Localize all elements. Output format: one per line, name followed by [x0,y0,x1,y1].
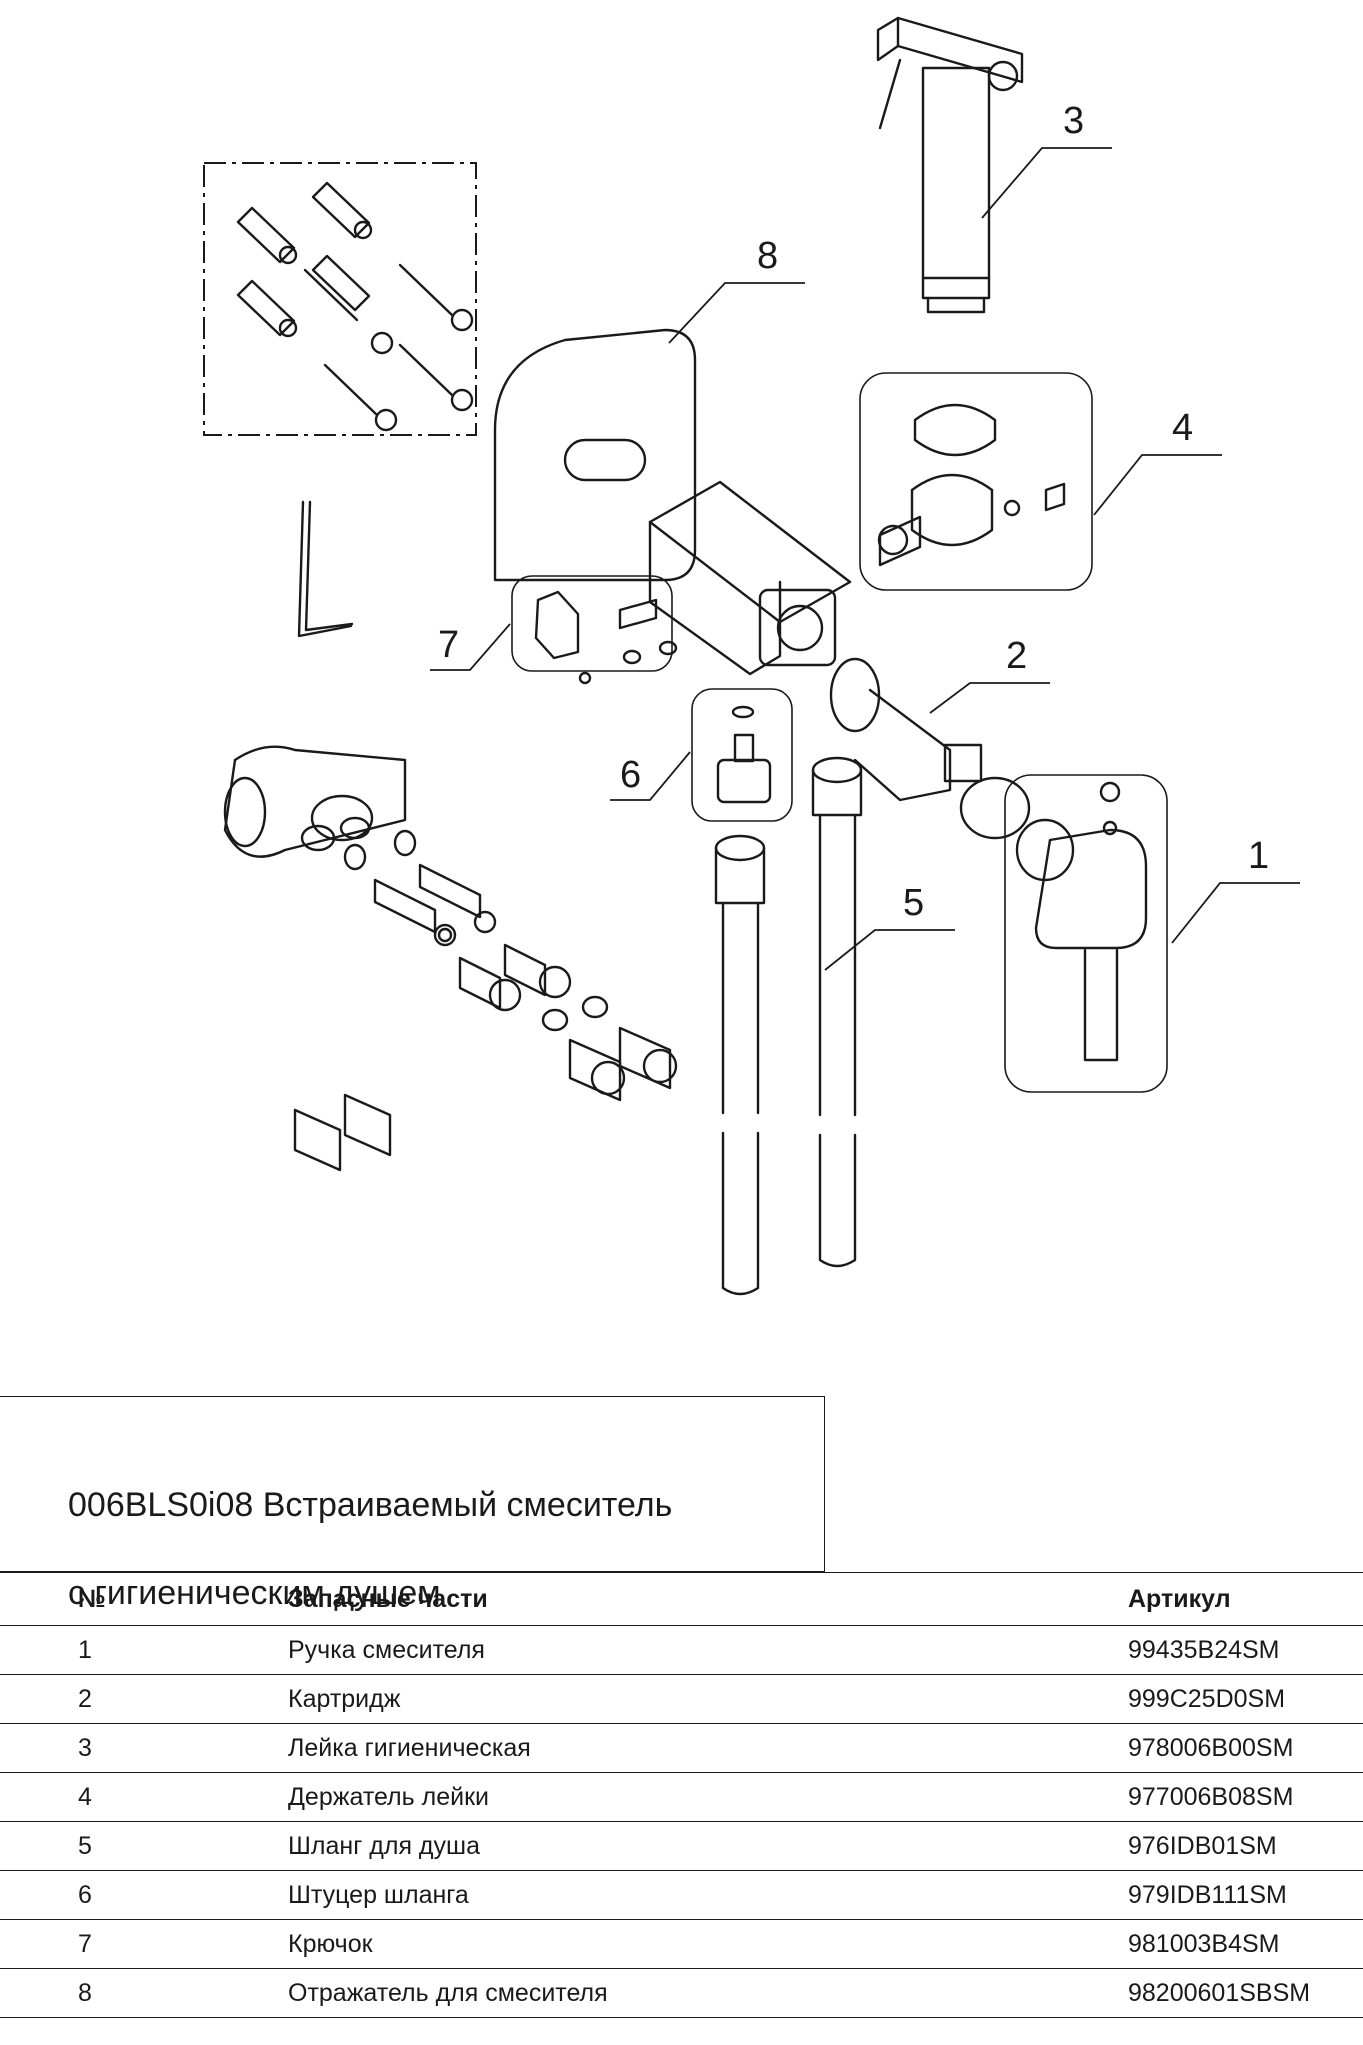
row-number: 8 [78,1978,92,2007]
callout-lines [430,147,1300,971]
row-number: 1 [78,1635,92,1664]
callout-3: 3 [1063,100,1084,142]
holder-group-box [859,372,1093,591]
table-row: 1 Ручка смесителя 99435B24SM [0,1626,1363,1675]
callout-1: 1 [1248,835,1269,877]
title-line-2: с гигиеническим душем [68,1574,441,1612]
table-header-row: № Запасные части Артикул [0,1572,1363,1626]
hex-key [297,500,354,638]
row-article: 976IDB01SM [1128,1831,1277,1860]
row-article: 978006B00SM [1128,1733,1294,1762]
row-part-name: Шланг для душа [288,1831,480,1860]
valve-internals [293,829,678,1172]
title-line-1: 006BLS0i08 Встраиваемый смеситель [68,1486,673,1524]
exploded-diagram: 1 2 3 4 5 6 7 8 [203,16,1300,1296]
wall-plate [493,328,697,582]
row-number: 2 [78,1684,92,1713]
shower-holder [877,403,1066,567]
hose-nipple [716,705,772,804]
handle-group-box [1004,774,1168,1093]
row-part-name: Лейка гигиеническая [288,1733,531,1762]
title-box: 006BLS0i08 Встраиваемый смеситель с гиги… [0,1396,825,1612]
shower-hose [714,756,863,1296]
table-row: 4 Держатель лейки 977006B08SM [0,1773,1363,1822]
hook [534,590,678,685]
spare-parts-table: № Запасные части Артикул 1 Ручка смесите… [0,1572,1363,2018]
table-row: 3 Лейка гигиеническая 978006B00SM [0,1724,1363,1773]
row-article: 981003B4SM [1128,1929,1280,1958]
header-part-name: Запасные части [288,1584,488,1613]
table-row: 6 Штуцер шланга 979IDB111SM [0,1871,1363,1920]
row-part-name: Отражатель для смесителя [288,1978,608,2007]
table-row: 8 Отражатель для смесителя 98200601SBSM [0,1969,1363,2018]
header-number: № [78,1584,106,1613]
row-number: 4 [78,1782,92,1811]
hygienic-shower-head [876,16,1024,314]
row-number: 7 [78,1929,92,1958]
nipple-group-box [691,688,793,822]
row-article: 999C25D0SM [1128,1684,1286,1713]
row-article: 977006B08SM [1128,1782,1294,1811]
row-part-name: Ручка смесителя [288,1635,485,1664]
callout-labels: 1 2 3 4 5 6 7 8 [438,100,1269,924]
row-number: 6 [78,1880,92,1909]
table-row: 5 Шланг для душа 976IDB01SM [0,1822,1363,1871]
row-article: 98200601SBSM [1128,1978,1311,2007]
valve-body [223,745,407,858]
row-part-name: Штуцер шланга [288,1880,469,1909]
hook-group-box [511,575,673,672]
document-title: 006BLS0i08 Встраиваемый смеситель с гиги… [68,1439,672,1659]
table-row: 7 Крючок 981003B4SM [0,1920,1363,1969]
mixer-body-sleeve [648,480,852,676]
row-article: 979IDB111SM [1128,1880,1287,1909]
row-part-name: Картридж [288,1684,401,1713]
callout-7: 7 [438,624,459,666]
header-article: Артикул [1128,1584,1231,1613]
row-part-name: Держатель лейки [288,1782,489,1811]
mixer-handle [959,776,1148,1062]
fasteners-kit [203,162,477,436]
callout-8: 8 [757,235,778,277]
row-number: 5 [78,1831,92,1860]
callout-2: 2 [1006,635,1027,677]
cartridge [829,657,983,802]
table-row: 2 Картридж 999C25D0SM [0,1675,1363,1724]
row-article: 99435B24SM [1128,1635,1280,1664]
callout-4: 4 [1172,407,1193,449]
callout-5: 5 [903,882,924,924]
row-part-name: Крючок [288,1929,373,1958]
row-number: 3 [78,1733,92,1762]
callout-6: 6 [620,754,641,796]
